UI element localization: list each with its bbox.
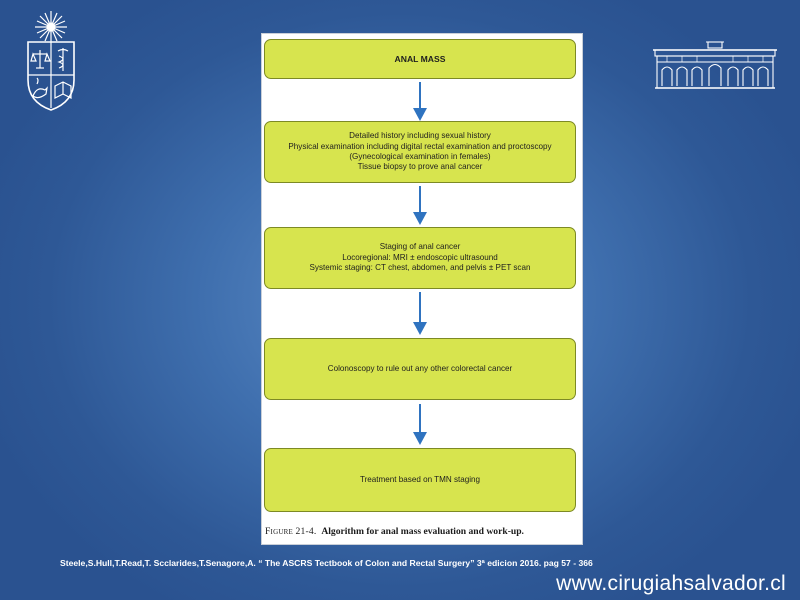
figure-caption: Figure 21-4. Algorithm for anal mass eva… (265, 526, 583, 537)
lamp-icon (32, 77, 48, 99)
book-icon (54, 81, 72, 99)
university-crest-logo (27, 11, 75, 111)
hospital-building-logo (653, 41, 777, 89)
box-line: Tissue biopsy to prove anal cancer (357, 162, 483, 172)
box-line: (Gynecological examination in females) (349, 152, 491, 161)
flow-box-treatment: Treatment based on TMN staging (264, 448, 576, 512)
website-url: www.cirugiahsalvador.cl (556, 572, 786, 595)
down-arrow-icon (413, 292, 427, 335)
caduceus-icon (57, 48, 69, 71)
box-line: Detailed history including sexual histor… (349, 131, 491, 141)
flow-box-history-examination: Detailed history including sexual histor… (264, 121, 576, 183)
reference-citation: Steele,S.Hull,T.Read,T. Scclarides,T.Sen… (60, 558, 593, 568)
flow-box-staging: Staging of anal cancer Locoregional: MRI… (264, 227, 576, 289)
scales-icon (30, 50, 51, 69)
box-line: Physical examination including digital r… (288, 141, 552, 151)
down-arrow-icon (413, 186, 427, 225)
box-line: Systemic staging: CT chest, abdomen, and… (309, 263, 531, 273)
down-arrow-icon (413, 404, 427, 445)
figure-label: Figure 21-4. (265, 526, 317, 537)
box-line: ANAL MASS (394, 53, 446, 64)
box-line: Locoregional: MRI ± endoscopic ultrasoun… (342, 252, 498, 262)
box-line: Treatment based on TMN staging (359, 474, 481, 484)
flow-box-colonoscopy: Colonoscopy to rule out any other colore… (264, 338, 576, 400)
box-line: Staging of anal cancer (379, 242, 461, 252)
figure-title: Algorithm for anal mass evaluation and w… (321, 526, 524, 537)
flow-box-anal-mass: ANAL MASS (264, 39, 576, 79)
down-arrow-icon (413, 82, 427, 121)
flowchart-figure: ANAL MASS Detailed history including sex… (261, 33, 583, 545)
box-line: Colonoscopy to rule out any other colore… (327, 363, 513, 373)
